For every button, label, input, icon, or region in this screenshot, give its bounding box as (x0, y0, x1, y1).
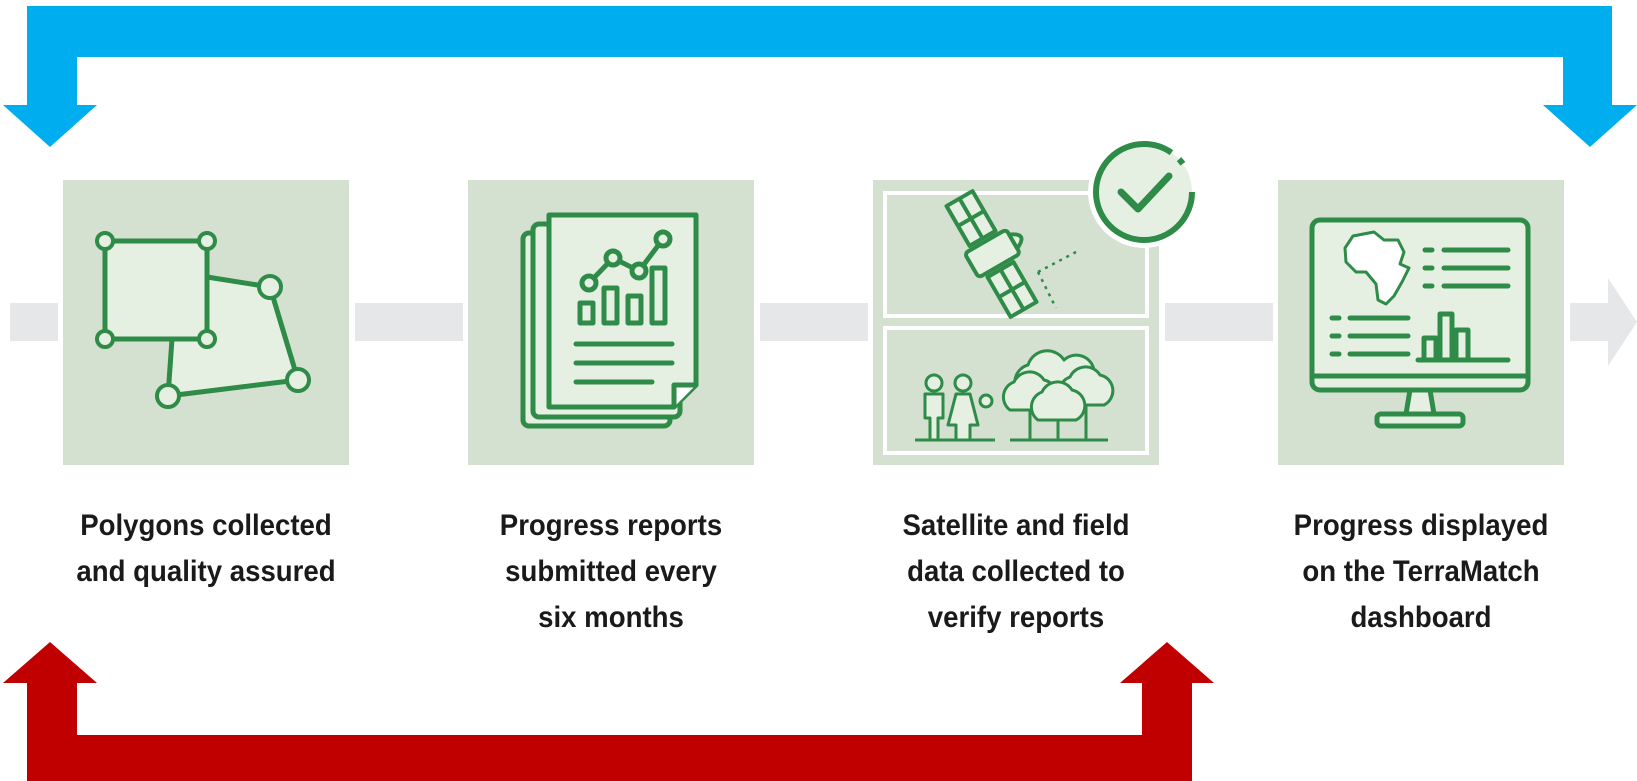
step-1-line-2: and quality assured (76, 555, 336, 588)
step-3-line-3: verify reports (927, 601, 1105, 634)
step-4-line-2: on the TerraMatch (1302, 555, 1540, 588)
connector-bar (1165, 303, 1273, 341)
step-4-line-1: Progress displayed (1293, 509, 1549, 542)
step-2-caption: Progress reports submitted every six mon… (473, 503, 749, 641)
satellite-field-icon (883, 189, 1149, 455)
step-2-line-2: submitted every (505, 555, 717, 588)
dashboard-monitor-icon (1309, 217, 1531, 429)
step-3-line-2: data collected to (907, 555, 1125, 588)
step-1-line-1: Polygons collected (80, 509, 332, 542)
check-badge-icon (1088, 136, 1200, 248)
connector-bar (760, 303, 868, 341)
top-feedback-arrow (3, 6, 1637, 147)
step-2-line-1: Progress reports (499, 509, 723, 542)
connector-bar (10, 303, 58, 341)
step-4-panel (1278, 180, 1564, 465)
step-2-line-3: six months (538, 601, 684, 634)
step-1-caption: Polygons collected and quality assured (68, 503, 344, 595)
satellite-icon (944, 189, 1077, 319)
trees-icon (1001, 349, 1115, 442)
step-2-panel (468, 180, 754, 465)
polygon-icon (95, 231, 311, 409)
step-4-caption: Progress displayed on the TerraMatch das… (1283, 503, 1559, 641)
bottom-feedback-arrow (3, 642, 1214, 781)
step-1-panel (63, 180, 349, 465)
connector-bars (10, 278, 1637, 366)
people-icon (915, 373, 995, 442)
step-3-line-1: Satellite and field (902, 509, 1130, 542)
connector-arrow (1570, 278, 1637, 366)
step-3-caption: Satellite and field data collected to ve… (878, 503, 1154, 641)
step-3-panel (873, 136, 1200, 465)
africa-map-icon (1343, 230, 1411, 306)
connector-bar (355, 303, 463, 341)
step-4-line-3: dashboard (1350, 601, 1492, 634)
report-documents-icon (520, 212, 699, 429)
